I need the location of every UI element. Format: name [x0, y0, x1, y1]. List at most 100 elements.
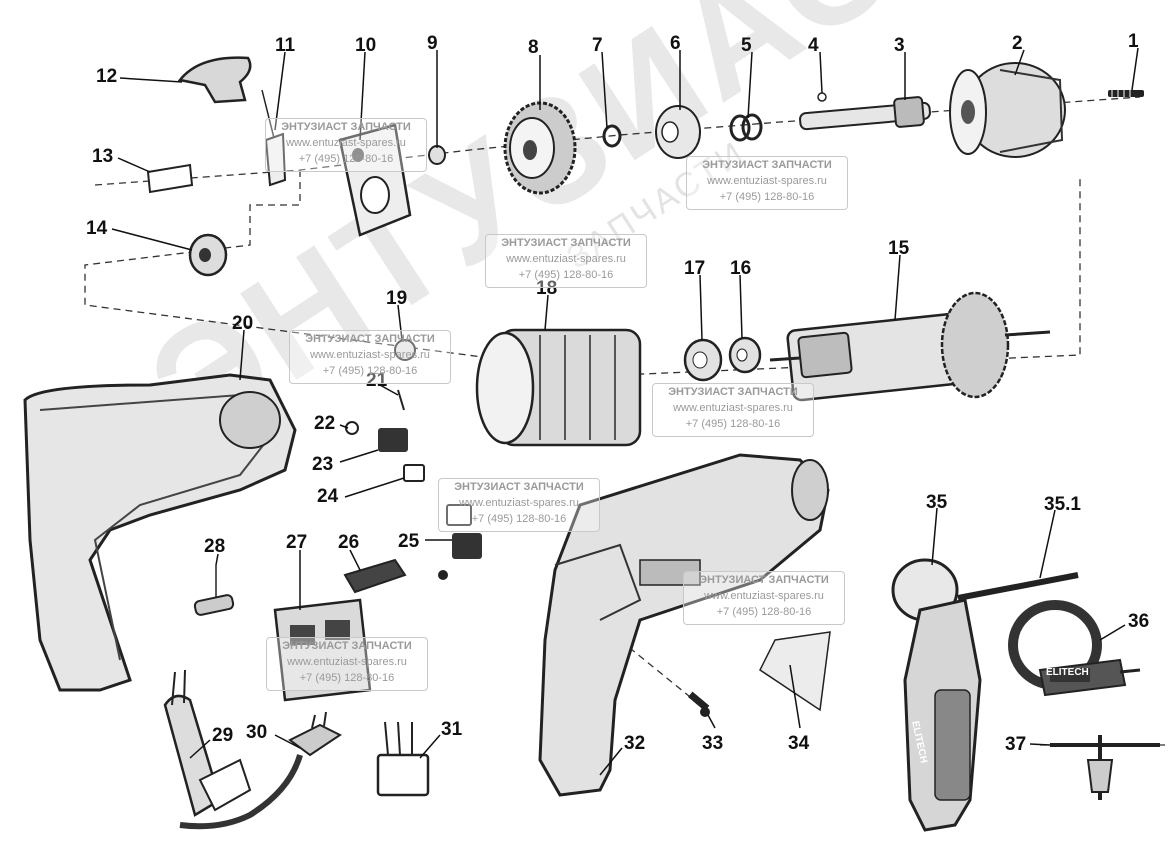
watermark-phone: +7 (495) 128-80-16	[299, 672, 395, 684]
part-number-label: 37	[1005, 734, 1026, 755]
part-number-label: 5	[741, 35, 752, 56]
part-number-label: 6	[670, 33, 681, 54]
part-5-spring	[729, 113, 763, 142]
part-33-screw	[688, 691, 710, 717]
contact-watermark-box: ЭНТУЗИАСТ ЗАПЧАСТИ www.entuziast-spares.…	[686, 156, 848, 210]
watermark-phone: +7 (495) 128-80-16	[322, 365, 418, 377]
part-number-label: 7	[592, 35, 603, 56]
part-number-label: 8	[528, 37, 539, 58]
part-number-label: 32	[624, 733, 645, 754]
part-36-depth-rod	[957, 572, 1079, 601]
contact-watermark-box: ЭНТУЗИАСТ ЗАПЧАСТИ www.entuziast-spares.…	[265, 118, 427, 172]
part-number-label: 34	[788, 733, 810, 754]
part-14-bearing	[188, 233, 228, 277]
part-number-label: 35	[926, 492, 948, 513]
contact-watermark-box: ЭНТУЗИАСТ ЗАПЧАСТИ www.entuziast-spares.…	[289, 330, 451, 384]
brand-mark-depth-stop: ELITECH	[1046, 667, 1089, 678]
part-number-label: 9	[427, 33, 438, 54]
part-26-connector	[343, 558, 407, 594]
part-number-label: 4	[808, 35, 819, 56]
part-12-switch-lever	[177, 56, 252, 104]
watermark-phone: +7 (495) 128-80-16	[471, 513, 567, 525]
part-31-suppressor	[376, 721, 430, 797]
part-25-brush-holder	[438, 504, 482, 580]
watermark-url: www.entuziast-spares.ru	[286, 137, 406, 149]
part-4-ball	[817, 92, 827, 102]
part-13-label-plate	[146, 163, 194, 194]
part-19-cap	[394, 339, 416, 361]
watermark-phone: +7 (495) 128-80-16	[716, 606, 812, 618]
watermark-url: www.entuziast-spares.ru	[506, 253, 626, 265]
contact-watermark-box: ЭНТУЗИАСТ ЗАПЧАСТИ www.entuziast-spares.…	[485, 234, 647, 288]
part-35-side-handle	[891, 558, 982, 832]
part-number-label: 18	[536, 278, 557, 299]
part-18-stator	[475, 328, 642, 447]
part-17-bearing	[683, 338, 723, 382]
part-number-label: 10	[355, 35, 376, 56]
watermark-url: www.entuziast-spares.ru	[459, 497, 579, 509]
part-number-label: 30	[246, 722, 267, 743]
part-number-label: 25	[398, 531, 420, 552]
part-24-carbon-brush	[403, 464, 425, 482]
part-number-label: 22	[314, 413, 335, 434]
watermark-phone: +7 (495) 128-80-16	[685, 418, 781, 430]
part-6-washer	[655, 105, 701, 159]
part-number-label: 13	[92, 146, 113, 167]
part-number-label: 33	[702, 733, 723, 754]
part-number-labels: 1234567891011121314151617181920212223242…	[86, 31, 1149, 755]
part-2-drill-chuck	[949, 62, 1066, 158]
contact-watermark-box: ЭНТУЗИАСТ ЗАПЧАСТИ www.entuziast-spares.…	[266, 637, 428, 691]
part-number-label: 20	[232, 313, 253, 334]
contact-watermark-box: ЭНТУЗИАСТ ЗАПЧАСТИ www.entuziast-spares.…	[438, 478, 600, 532]
part-number-label: 31	[441, 719, 463, 740]
part-20-housing-half	[23, 373, 297, 692]
watermark-url: www.entuziast-spares.ru	[704, 590, 824, 602]
watermark-phone: +7 (495) 128-80-16	[719, 191, 815, 203]
watermark-title: ЭНТУЗИАСТ ЗАПЧАСТИ	[699, 574, 829, 586]
part-1-screw	[1108, 90, 1144, 97]
part-number-label: 16	[730, 258, 751, 279]
part-30-power-cord	[179, 711, 342, 830]
part-10-gear-plate	[338, 123, 412, 237]
part-number-label: 11	[275, 35, 296, 56]
leader-lines	[111, 47, 1139, 776]
part-15-armature	[769, 291, 1051, 402]
watermark-url: www.entuziast-spares.ru	[287, 656, 407, 668]
part-number-label: 23	[312, 454, 333, 475]
watermark-title: ЭНТУЗИАСТ ЗАПЧАСТИ	[454, 481, 584, 493]
watermark-title: ЭНТУЗИАСТ ЗАПЧАСТИ	[282, 640, 412, 652]
part-3-spindle	[799, 96, 931, 131]
part-number-label: 15	[888, 238, 910, 259]
part-32-housing	[538, 453, 830, 797]
watermark-title: ЭНТУЗИАСТ ЗАПЧАСТИ	[281, 121, 411, 133]
part-7-retaining-ring	[602, 124, 622, 148]
part-number-label: 14	[86, 218, 108, 239]
watermark-url: www.entuziast-spares.ru	[707, 175, 827, 187]
part-21-contact	[397, 389, 405, 411]
part-number-label: 27	[286, 532, 307, 553]
part-number-label: 29	[212, 725, 233, 746]
part-number-label: 1	[1128, 31, 1139, 52]
part-number-label: 21	[366, 370, 388, 391]
part-number-label: 35.1	[1044, 494, 1081, 515]
part-number-label: 3	[894, 35, 905, 56]
part-23-brush-holder	[378, 428, 408, 452]
watermark-title: ЭНТУЗИАСТ ЗАПЧАСТИ	[668, 386, 798, 398]
part-number-label: 24	[317, 486, 339, 507]
part-number-label: 28	[204, 536, 225, 557]
part-16-bearing	[728, 336, 762, 374]
screw-axis-line	[619, 639, 701, 706]
contact-watermark-box: ЭНТУЗИАСТ ЗАПЧАСТИ www.entuziast-spares.…	[652, 383, 814, 437]
part-35-1-depth-stop-ring	[1008, 600, 1141, 697]
part-number-label: 17	[684, 258, 705, 279]
watermark-title: ЭНТУЗИАСТ ЗАПЧАСТИ	[501, 237, 631, 249]
part-34-label	[759, 631, 831, 712]
part-8-gear	[503, 101, 577, 195]
watermark-url: www.entuziast-spares.ru	[673, 402, 793, 414]
contact-watermark-box: ЭНТУЗИАСТ ЗАПЧАСТИ www.entuziast-spares.…	[683, 571, 845, 625]
part-28-capacitor	[193, 565, 235, 616]
watermark-title: ЭНТУЗИАСТ ЗАПЧАСТИ	[305, 333, 435, 345]
watermark-url: www.entuziast-spares.ru	[310, 349, 430, 361]
